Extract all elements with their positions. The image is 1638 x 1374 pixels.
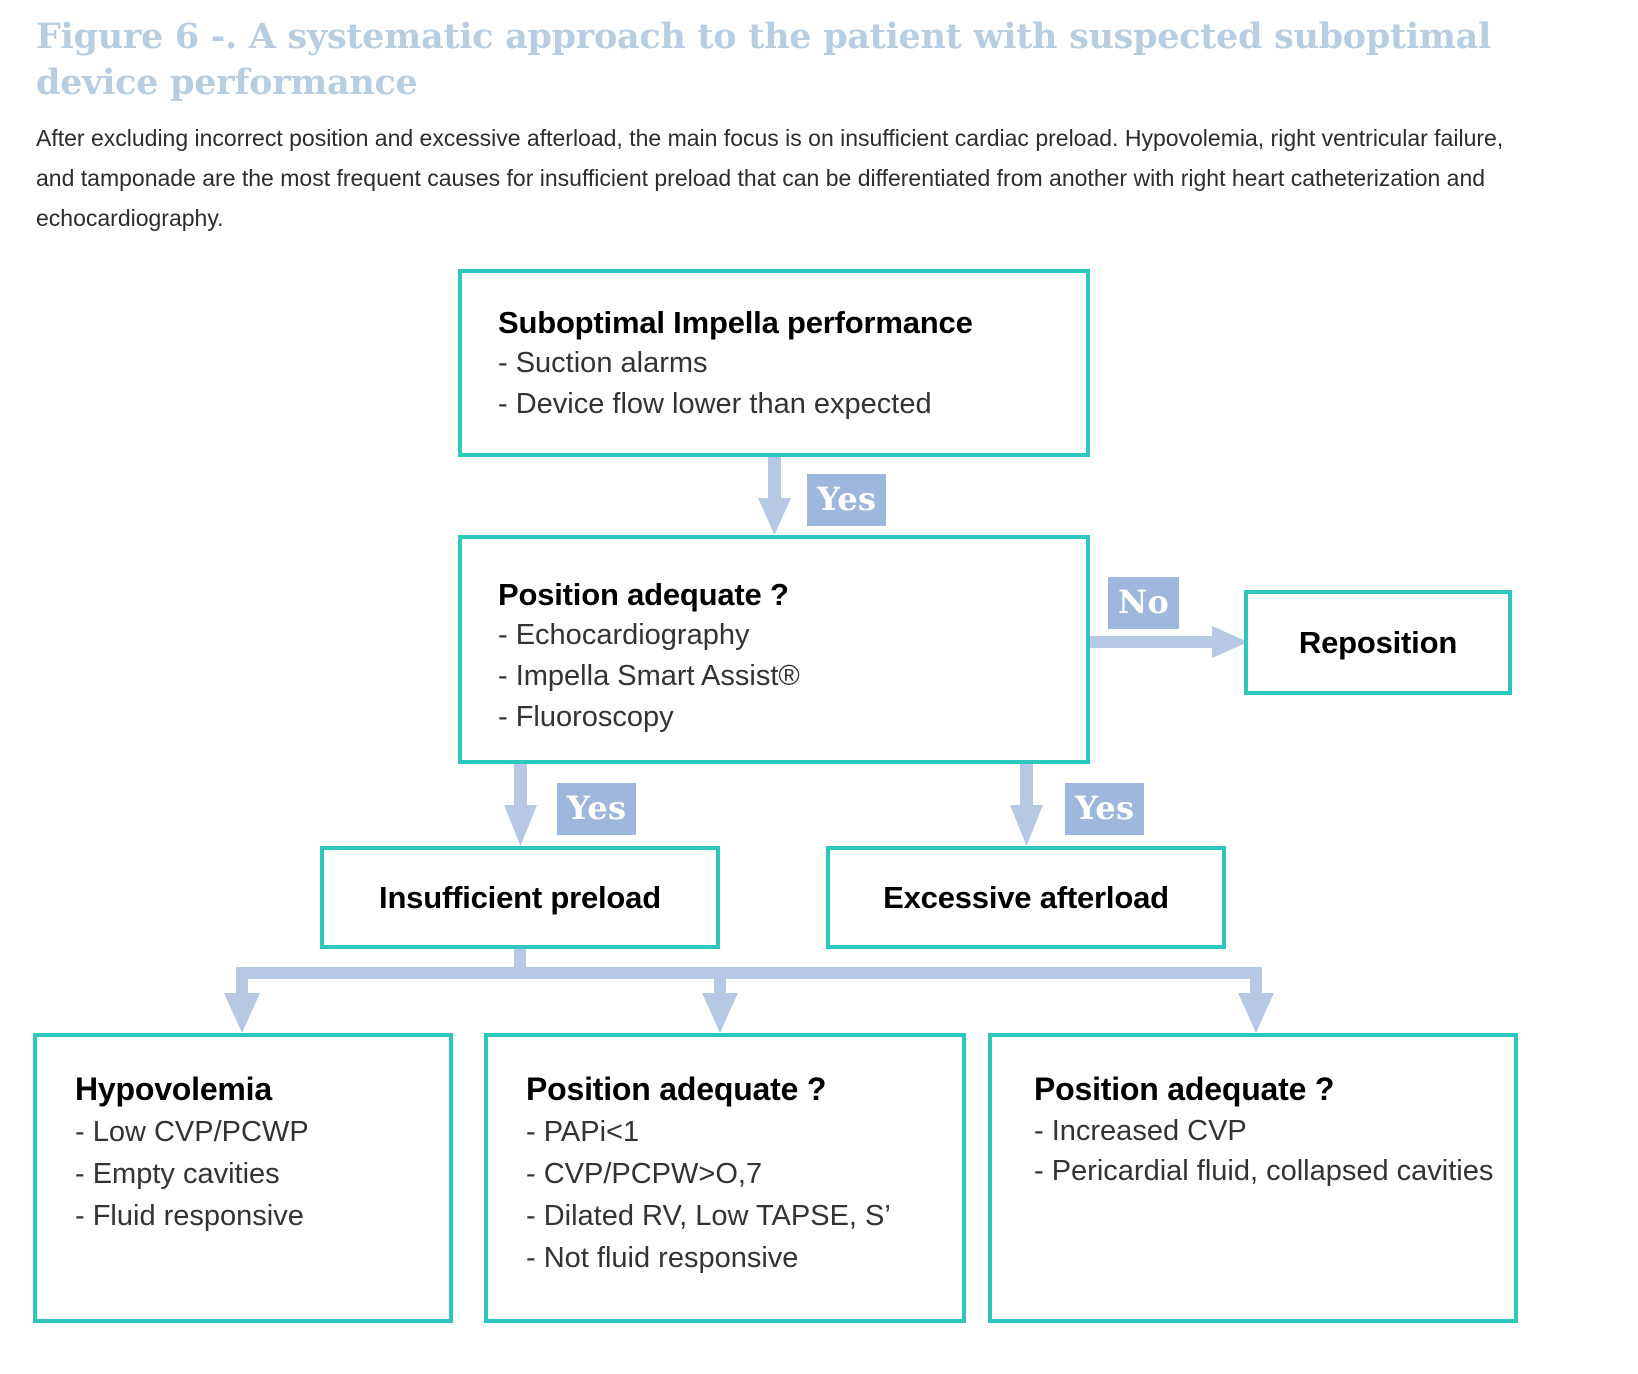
node-insufficient-preload: Insufficient preload: [320, 846, 720, 949]
edge-label-yes-position-to-afterload: Yes: [1065, 783, 1145, 835]
node-bullet: - Fluoroscopy: [498, 701, 674, 733]
arrow-position-to-preload: [504, 764, 537, 846]
node-title: Position adequate ?: [526, 1071, 827, 1107]
node-bullet: - Fluid responsive: [75, 1200, 304, 1232]
node-bullet: - Pericardial fluid, collapsed cavities: [1034, 1155, 1494, 1187]
node-right-ventricular-failure: Position adequate ? - PAPi<1 - CVP/PCPW>…: [484, 1033, 966, 1323]
node-title: Excessive afterload: [883, 879, 1169, 915]
arrowhead-to-tamponade: [1238, 993, 1274, 1033]
node-reposition: Reposition: [1244, 590, 1512, 695]
node-bullet: - Not fluid responsive: [526, 1242, 799, 1274]
node-hypovolemia: Hypovolemia - Low CVP/PCWP - Empty cavit…: [33, 1033, 453, 1323]
arrowhead-to-hypovolemia: [224, 993, 260, 1033]
node-position-adequate: Position adequate ? - Echocardiography -…: [458, 535, 1090, 764]
arrow-preload-split-bus: [236, 949, 1262, 999]
node-tamponade: Position adequate ? - Increased CVP - Pe…: [988, 1033, 1518, 1323]
edge-label-yes-suboptimal-to-position: Yes: [807, 474, 887, 526]
arrowhead-to-rv-failure: [702, 993, 738, 1033]
node-bullet: - CVP/PCPW>O,7: [526, 1158, 763, 1190]
node-bullet: - Empty cavities: [75, 1158, 280, 1190]
node-suboptimal-impella-performance: Suboptimal Impella performance - Suction…: [458, 269, 1090, 457]
figure-title: Figure 6 -. A systematic approach to the…: [36, 16, 1491, 103]
node-title: Suboptimal Impella performance: [498, 305, 973, 340]
node-bullet: - PAPi<1: [526, 1116, 640, 1148]
node-title: Insufficient preload: [379, 879, 661, 915]
arrow-suboptimal-to-position: [758, 457, 791, 535]
node-bullet: - Suction alarms: [498, 347, 708, 379]
node-title: Position adequate ?: [1034, 1071, 1335, 1107]
node-bullet: - Dilated RV, Low TAPSE, S’: [526, 1200, 891, 1232]
node-title: Reposition: [1298, 624, 1458, 660]
node-bullet: - Device flow lower than expected: [498, 388, 932, 420]
node-title: Hypovolemia: [75, 1071, 272, 1107]
node-bullet: - Increased CVP: [1034, 1115, 1247, 1147]
node-bullet: - Low CVP/PCWP: [75, 1116, 309, 1148]
edge-label-no-position-to-reposition: No: [1108, 577, 1180, 629]
figure-caption: After excluding incorrect position and e…: [36, 125, 1504, 231]
node-bullet: - Echocardiography: [498, 619, 750, 651]
node-bullet: - Impella Smart Assist®: [498, 660, 800, 692]
arrow-position-to-reposition: [1090, 626, 1248, 658]
node-excessive-afterload: Excessive afterload: [826, 846, 1226, 949]
node-title: Position adequate ?: [498, 577, 789, 612]
arrow-position-to-afterload: [1010, 764, 1043, 846]
edge-label-yes-position-to-preload: Yes: [557, 783, 637, 835]
